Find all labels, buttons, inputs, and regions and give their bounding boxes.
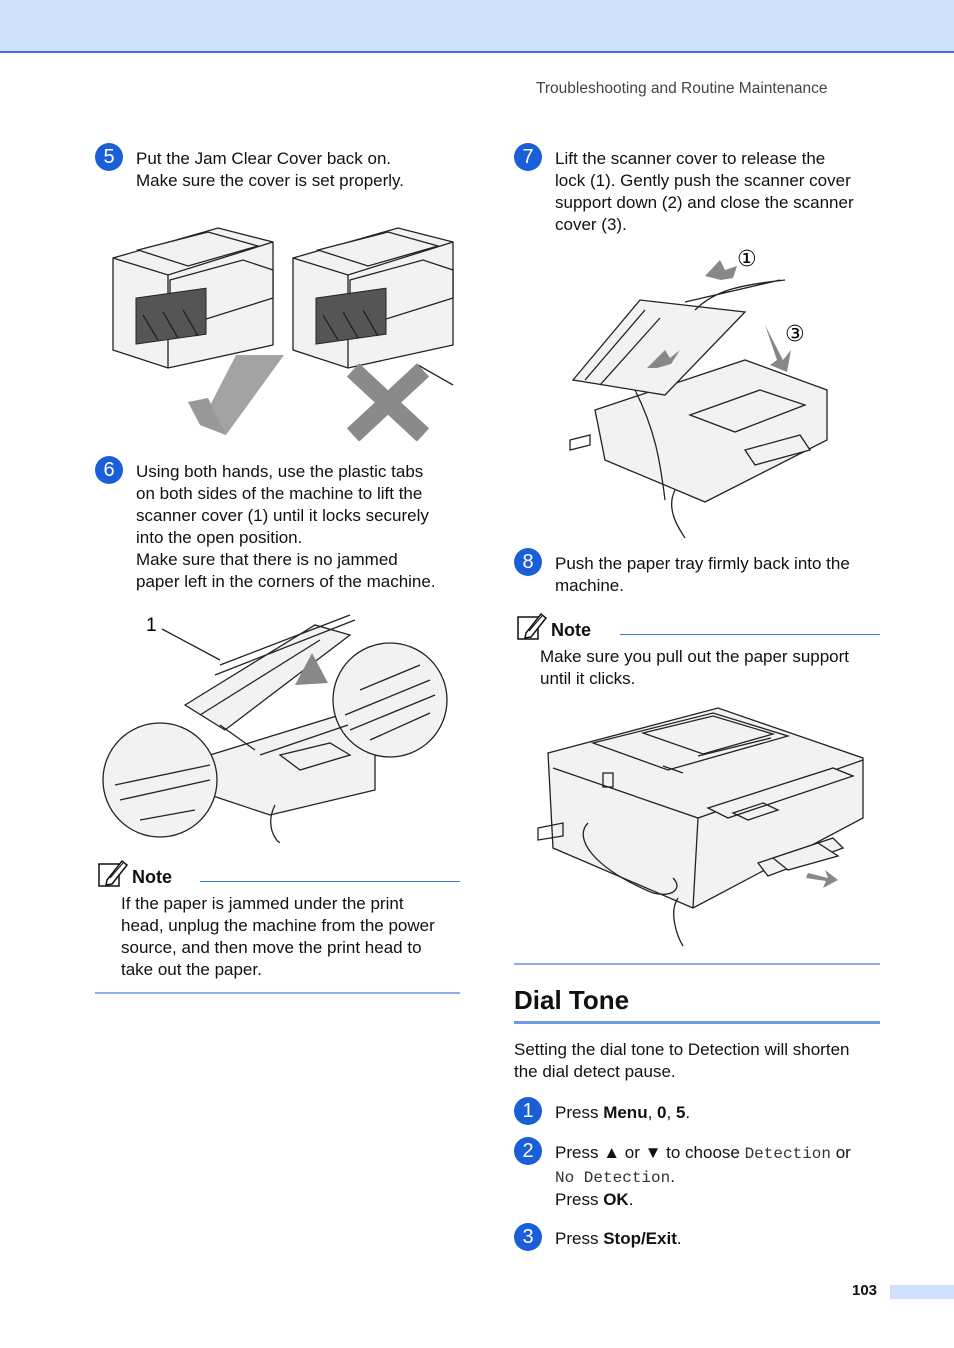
key-5-label: 5 [675, 1103, 686, 1122]
dial-step-1-text: Press Menu, 0, 5. [555, 1102, 690, 1124]
text-line: source, and then move the print head to [121, 938, 422, 957]
text-line: Using both hands, use the plastic tabs [136, 462, 424, 481]
right-note-header: Note [517, 611, 591, 641]
step-8-badge: 8 [514, 548, 542, 576]
text-line: machine. [555, 576, 624, 595]
callout-3: ③ [785, 322, 805, 347]
section-intro: Setting the dial tone to Detection will … [514, 1039, 849, 1083]
note-end-rule [95, 992, 460, 994]
text-line: scanner cover (1) until it locks securel… [136, 506, 429, 525]
left-note-text: If the paper is jammed under the print h… [121, 893, 435, 981]
text-line: on both sides of the machine to lift the [136, 484, 423, 503]
section-top-rule [514, 963, 880, 965]
text-run: Press [555, 1190, 604, 1209]
header-band [0, 0, 954, 53]
dial-step-2-text: Press ▲ or ▼ to choose Detection or No D… [555, 1142, 885, 1211]
step-5-badge: 5 [95, 143, 123, 171]
ok-key-label: OK [603, 1190, 629, 1209]
callout-1: 1 [146, 615, 157, 636]
arrow-right-icon [806, 870, 838, 888]
text-line: No Detection. [555, 1166, 885, 1189]
text-line: If the paper is jammed under the print [121, 894, 404, 913]
step-7-text: Lift the scanner cover to release the lo… [555, 148, 854, 236]
left-note-header: Note [98, 858, 172, 888]
text-line: head, unplug the machine from the power [121, 916, 435, 935]
text-run: , [647, 1103, 658, 1122]
text-line: Setting the dial tone to Detection will … [514, 1040, 850, 1059]
text-line: lock (1). Gently push the scanner cover [555, 171, 851, 190]
section-title: Dial Tone [514, 985, 630, 1015]
note-label: Note [551, 620, 591, 640]
option-no-detection: No Detection [555, 1169, 671, 1187]
close-scanner-illustration: ① ② ③ [569, 247, 828, 538]
menu-key-label: Menu [603, 1103, 648, 1122]
dial-step-1-badge: 1 [514, 1097, 542, 1125]
up-arrow-icon: ▲ [603, 1143, 621, 1162]
jam-cover-illustration [112, 227, 454, 442]
note-label: Note [132, 867, 172, 887]
text-run: or [620, 1143, 645, 1162]
text-line: support down (2) and close the scanner [555, 193, 854, 212]
text-run: , [666, 1103, 676, 1122]
text-run: . [676, 1229, 682, 1248]
down-arrow-icon: ▼ [644, 1143, 662, 1162]
text-run: or [831, 1143, 851, 1162]
text-run: Press [555, 1229, 604, 1248]
note-pencil-icon [517, 612, 547, 640]
text-line: Press OK. [555, 1189, 885, 1211]
text-line: Press ▲ or ▼ to choose Detection or [555, 1142, 885, 1165]
text-run: Press [555, 1143, 604, 1162]
lift-scanner-illustration: 1 [102, 614, 448, 843]
step-6-text: Using both hands, use the plastic tabs o… [136, 461, 436, 593]
note-pencil-icon [98, 859, 128, 887]
text-line: into the open position. [136, 528, 303, 547]
callout-1: ① [737, 247, 757, 272]
text-run: to choose [661, 1143, 745, 1162]
note-divider [200, 881, 460, 882]
paper-tray-illustration [537, 707, 864, 947]
machine-incorrect [292, 227, 454, 442]
arrow-down-icon [765, 325, 791, 372]
page-number: 103 [852, 1282, 878, 1299]
dial-step-3-badge: 3 [514, 1223, 542, 1251]
step-5-text: Put the Jam Clear Cover back on. Make su… [136, 148, 404, 192]
text-line: Lift the scanner cover to release the [555, 149, 826, 168]
step-7-badge: 7 [514, 143, 542, 171]
page-number-tab [890, 1285, 954, 1299]
text-line: Push the paper tray firmly back into the [555, 554, 850, 573]
stop-exit-key-label: Stop/Exit [603, 1229, 677, 1248]
step-8-text: Push the paper tray firmly back into the… [555, 553, 850, 597]
right-note-text: Make sure you pull out the paper support… [540, 646, 849, 690]
text-line: cover (3). [555, 215, 627, 234]
dial-step-2-badge: 2 [514, 1137, 542, 1165]
running-head: Troubleshooting and Routine Maintenance [536, 80, 828, 97]
step-6-badge: 6 [95, 456, 123, 484]
text-line: Make sure the cover is set properly. [136, 171, 405, 190]
machine-correct [112, 227, 284, 435]
text-line: until it clicks. [540, 669, 636, 688]
text-line: take out the paper. [121, 960, 262, 979]
key-0-label: 0 [657, 1103, 667, 1122]
option-detection: Detection [744, 1145, 831, 1163]
text-line: Make sure you pull out the paper support [540, 647, 850, 666]
note-divider [620, 634, 880, 635]
dial-step-3-text: Press Stop/Exit. [555, 1228, 682, 1250]
text-run: . [685, 1103, 691, 1122]
text-line: the dial detect pause. [514, 1062, 676, 1081]
text-line: Put the Jam Clear Cover back on. [136, 149, 392, 168]
text-line: Make sure that there is no jammed [136, 550, 398, 569]
text-run: . [670, 1167, 675, 1186]
section-title-underline [514, 1021, 880, 1024]
text-run: Press [555, 1103, 604, 1122]
text-run: . [628, 1190, 634, 1209]
text-line: paper left in the corners of the machine… [136, 572, 436, 591]
arrow-up-icon [705, 260, 737, 280]
